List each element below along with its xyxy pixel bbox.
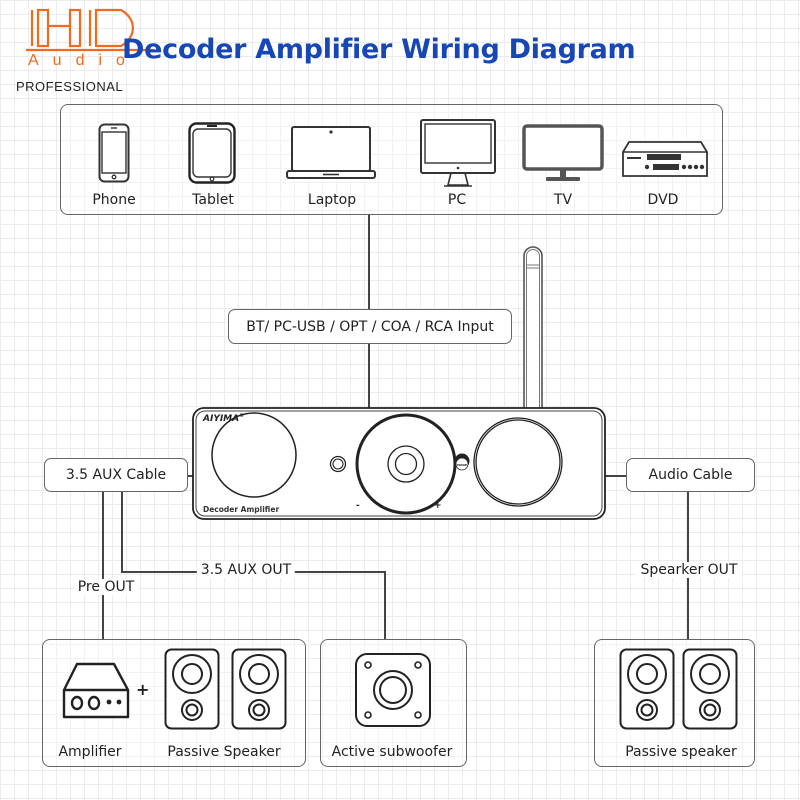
logo-audio-text: Audio [28,52,139,69]
amplifier-icon [62,662,130,719]
mode-button[interactable]: MODE [456,463,468,467]
speaker-out-label: Spearker OUT [636,562,742,578]
brand-text: AIYIMA [203,414,240,424]
phone-icon [98,123,130,183]
hd-logo-icon [26,8,154,52]
source-label: Tablet [192,192,234,208]
sources-panel [60,104,723,215]
right-cable-connector [604,475,626,477]
passive-speaker-label: Passive speaker [625,744,737,760]
subwoofer-label: Active subwoofer [331,744,453,760]
tv-icon [522,124,604,181]
desktop-pc-icon [420,119,496,187]
left-cable-label: 3.5 AUX Cable [44,458,188,492]
tablet-icon [188,122,236,184]
pre-out-label: Pre OUT [73,579,139,595]
plus-sign: + [136,680,150,699]
laptop-icon [286,126,376,179]
source-label: Phone [92,192,136,208]
passive-speaker-icon [619,648,675,730]
antenna-icon [523,246,543,409]
passive-speaker-icon [164,648,220,730]
input-types-label: BT/ PC-USB / OPT / COA / RCA Input [228,309,512,344]
device-model-label: Decoder Amplifier [203,505,280,514]
dvd-player-icon [622,141,708,177]
left-cable-connector [188,475,196,477]
source-label: DVD [647,192,679,208]
amplifier-front-panel [192,407,606,520]
logo-professional-text: PROFESSIONAL [16,79,124,94]
volume-plus-mark: + [434,501,442,511]
registered-mark: ® [239,413,245,419]
source-label: TV [553,192,573,208]
device-brand-logo: AIYIMA® [203,413,244,424]
aux-out-label: 3.5 AUX OUT [196,562,296,578]
page-title: Decoder Amplifier Wiring Diagram [122,34,636,65]
source-label: PC [447,192,467,208]
amplifier-label: Amplifier [58,744,122,760]
aux-out-line-vertical [121,492,123,572]
passive-speaker-icon [231,648,287,730]
subwoofer-icon [355,653,431,727]
passive-speaker-icon [682,648,738,730]
aux-out-line-down [384,571,386,639]
source-label: Laptop [307,192,357,208]
passive-speaker-label: Passive Speaker [167,744,281,760]
pre-out-line [102,492,104,640]
volume-minus-mark: - [356,501,360,511]
right-cable-label: Audio Cable [626,458,755,492]
